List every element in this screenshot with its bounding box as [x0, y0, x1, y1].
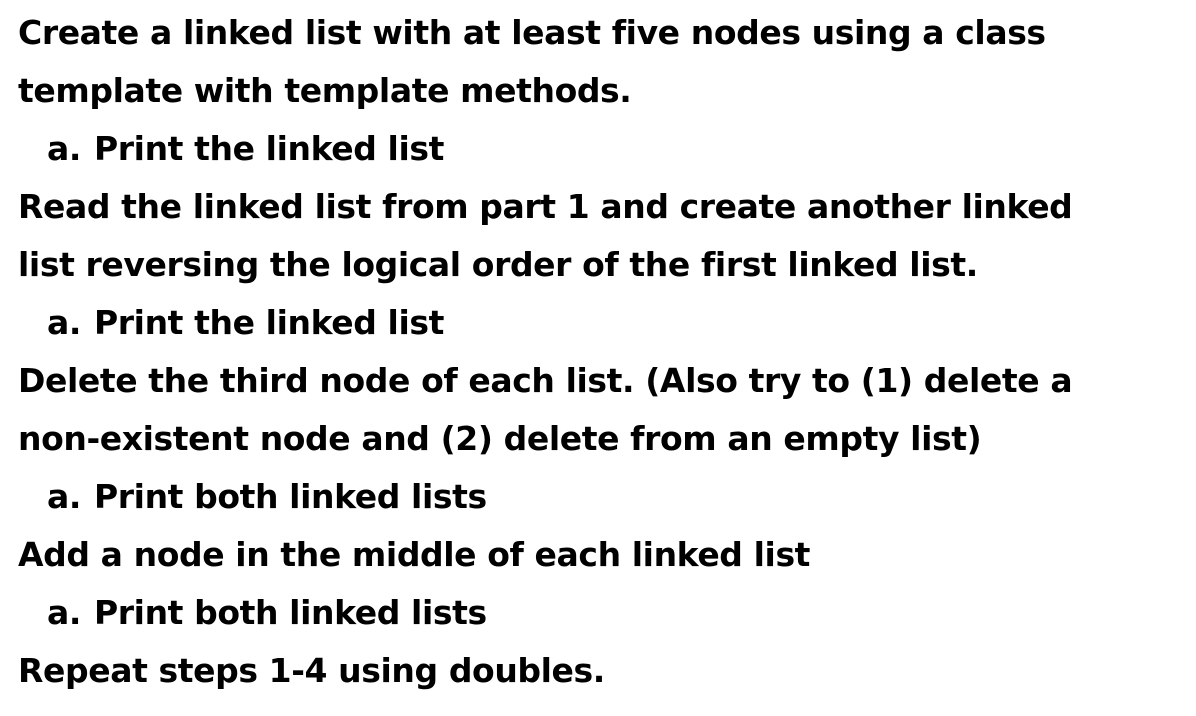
- step-text-line: Add a node in the middle of each linked …: [18, 535, 811, 574]
- step-delete-node: Delete the third node of each list. (Als…: [18, 352, 1190, 526]
- step-text-line: Delete the third node of each list. (Als…: [18, 361, 1073, 400]
- sub-item-marker: a.: [47, 129, 82, 168]
- sub-item-marker: a.: [47, 593, 82, 632]
- sub-item-text: Print the linked list: [94, 129, 444, 168]
- step-add-node: Add a node in the middle of each linked …: [18, 526, 1190, 642]
- sub-item-print: a. Print the linked list: [18, 294, 1190, 352]
- sub-item-print: a. Print both linked lists: [18, 468, 1190, 526]
- step-text-line: Create a linked list with at least five …: [18, 13, 1046, 52]
- sub-item-text: Print the linked list: [94, 303, 444, 342]
- step-text-line: template with template methods.: [18, 71, 632, 110]
- step-text-line: list reversing the logical order of the …: [18, 245, 978, 284]
- sub-item-text: Print both linked lists: [94, 477, 487, 516]
- sub-item-print: a. Print both linked lists: [18, 584, 1190, 642]
- step-repeat-doubles: Repeat steps 1-4 using doubles.: [18, 642, 1190, 700]
- step-reverse-list: Read the linked list from part 1 and cre…: [18, 178, 1190, 352]
- step-text-line: Repeat steps 1-4 using doubles.: [18, 651, 605, 690]
- step-create-list: Create a linked list with at least five …: [18, 4, 1190, 178]
- sub-item-text: Print both linked lists: [94, 593, 487, 632]
- sub-item-marker: a.: [47, 303, 82, 342]
- step-text-line: Read the linked list from part 1 and cre…: [18, 187, 1073, 226]
- sub-item-marker: a.: [47, 477, 82, 516]
- sub-item-print: a. Print the linked list: [18, 120, 1190, 178]
- step-text-line: non-existent node and (2) delete from an…: [18, 419, 982, 458]
